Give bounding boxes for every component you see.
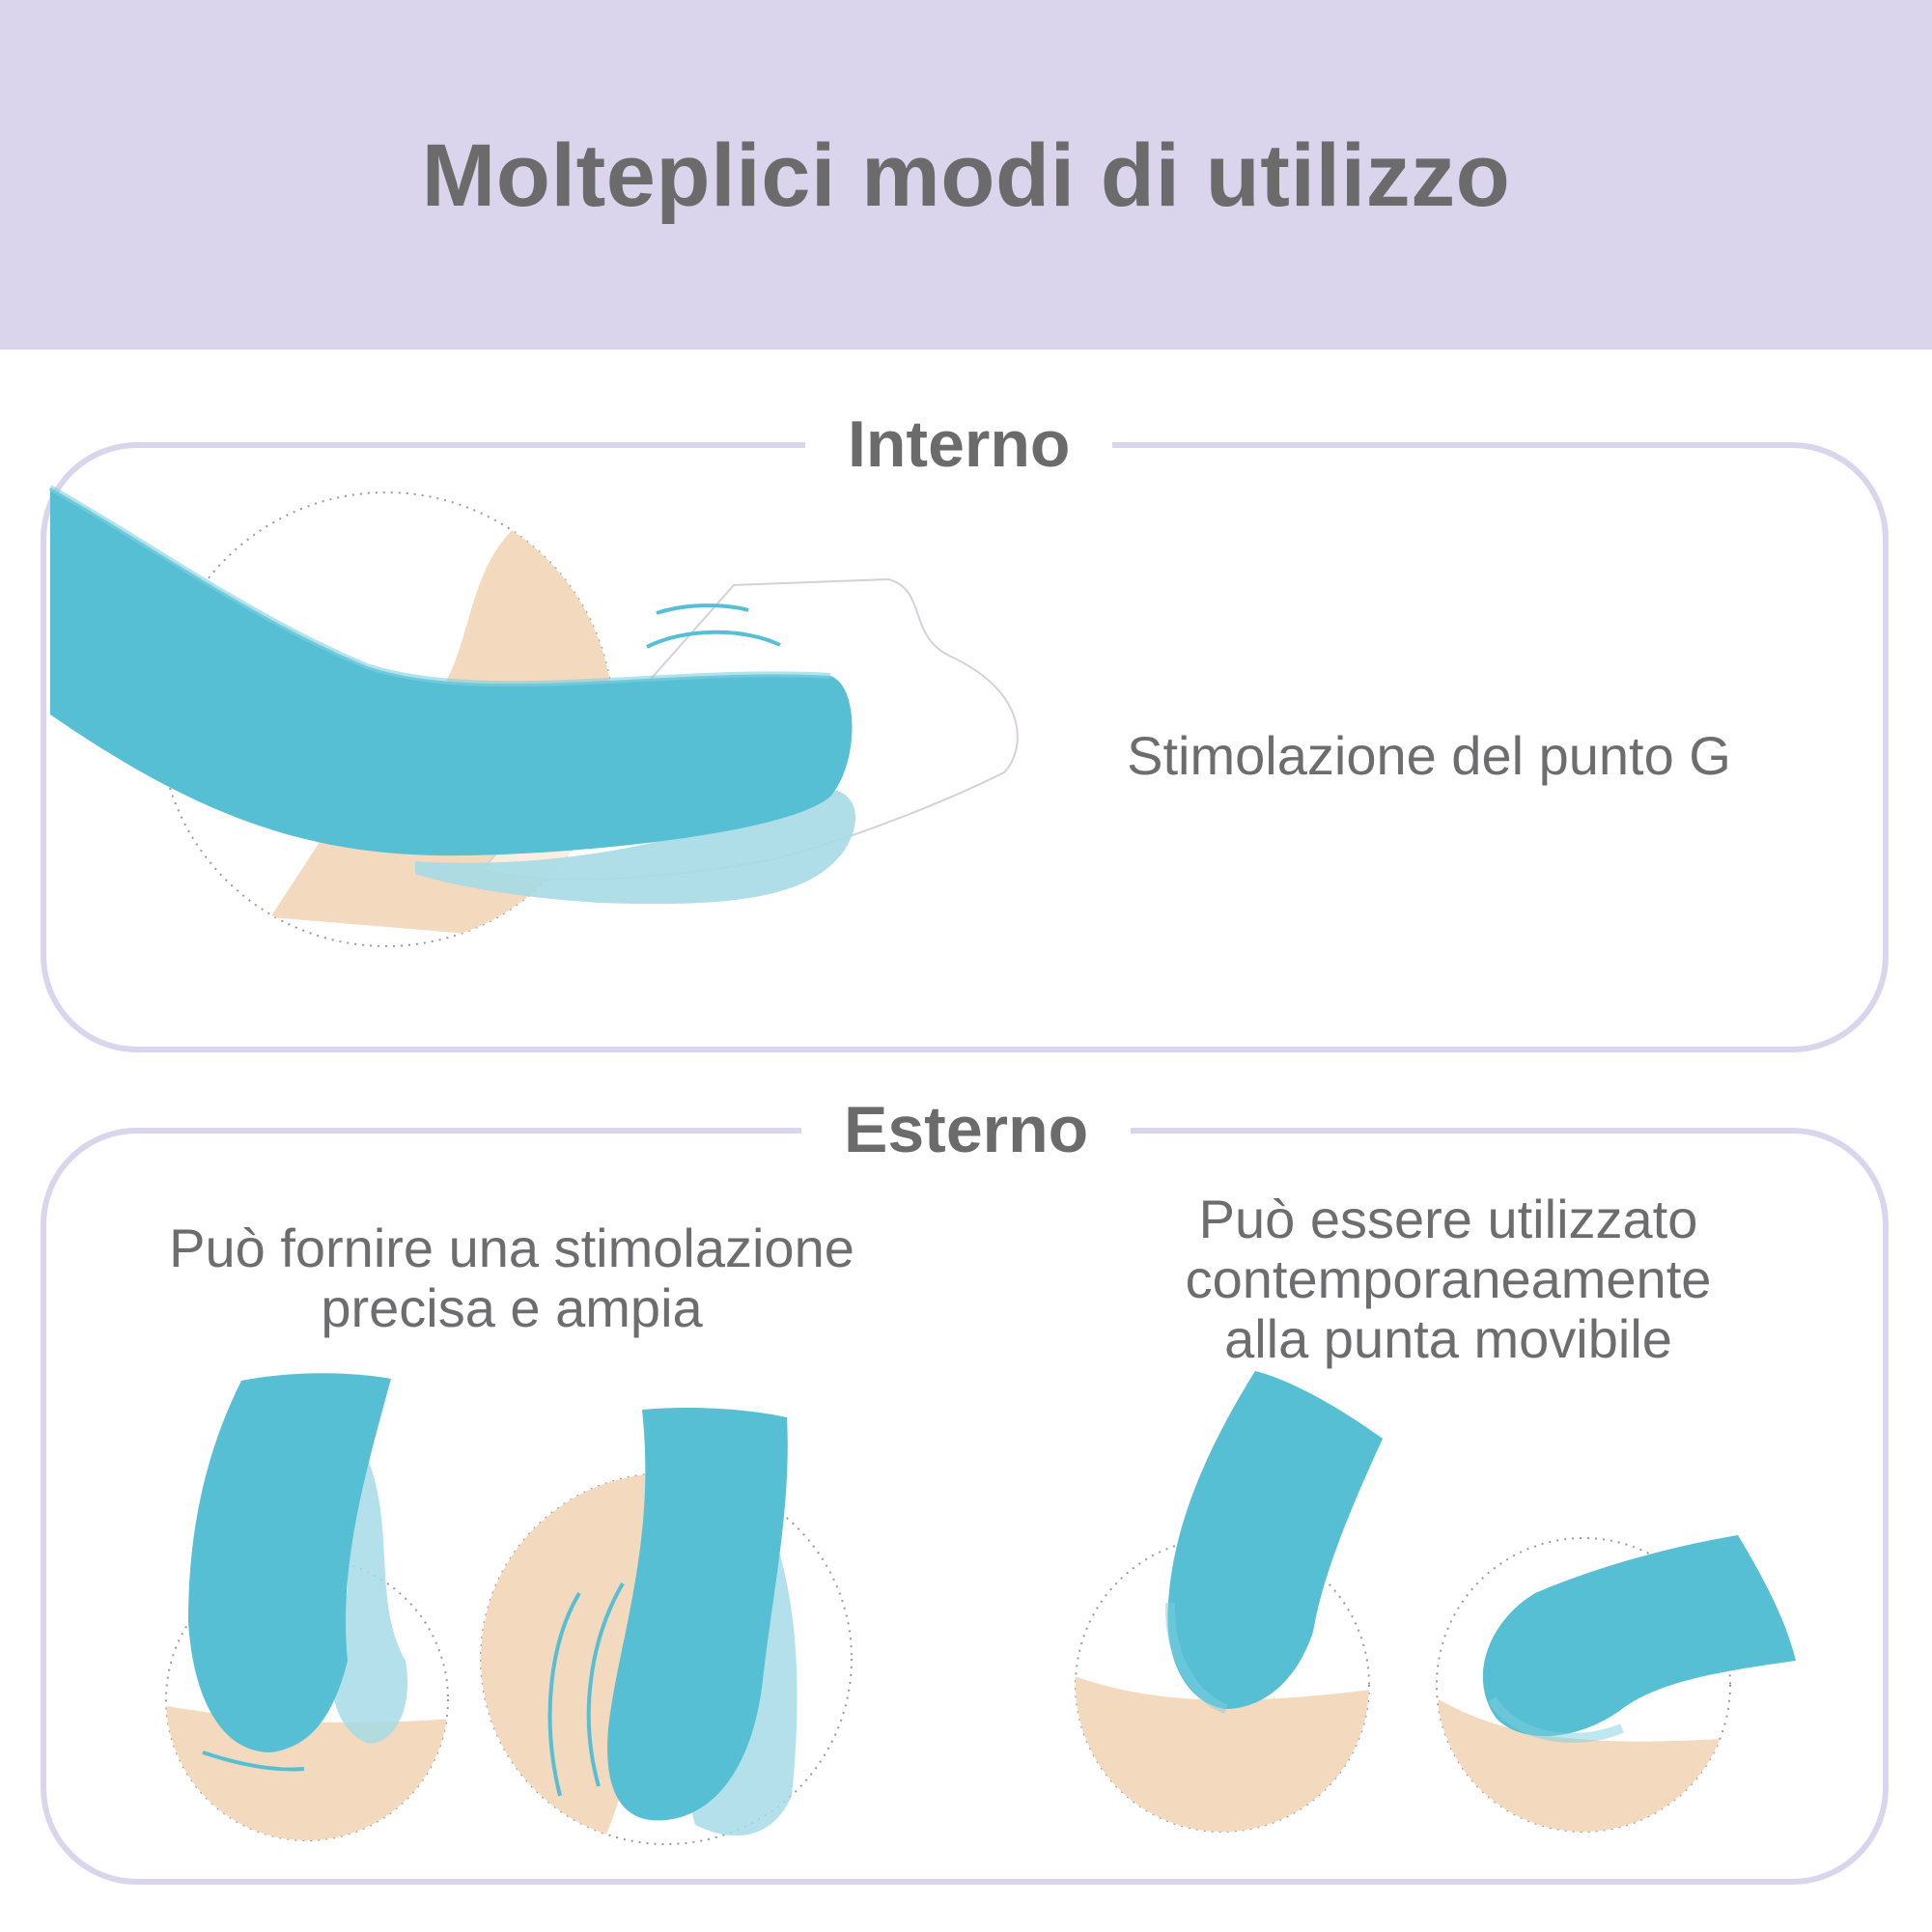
- external-caption-left: Può fornire una stimolazione precisa e a…: [169, 1218, 854, 1338]
- external-illustration-4: [1436, 1535, 1796, 1833]
- vibration-lines-icon: [646, 603, 781, 649]
- header-banner: Molteplici modi di utilizzo: [0, 0, 1932, 350]
- page-title: Molteplici modi di utilizzo: [421, 126, 1511, 225]
- vibration-lines-icon: [547, 1582, 625, 1797]
- internal-illustration: [48, 485, 1019, 947]
- internal-caption: Stimolazione del punto G: [1127, 725, 1731, 786]
- external-caption-right: Può essere utilizzato contemporaneamente…: [1185, 1189, 1712, 1369]
- internal-section-title: Interno: [805, 406, 1113, 483]
- external-illustration-1: [165, 1373, 449, 1841]
- external-illustration-3: [1075, 1371, 1383, 1833]
- external-section-title: Esterno: [801, 1091, 1132, 1168]
- external-illustration-2: [480, 1407, 853, 1845]
